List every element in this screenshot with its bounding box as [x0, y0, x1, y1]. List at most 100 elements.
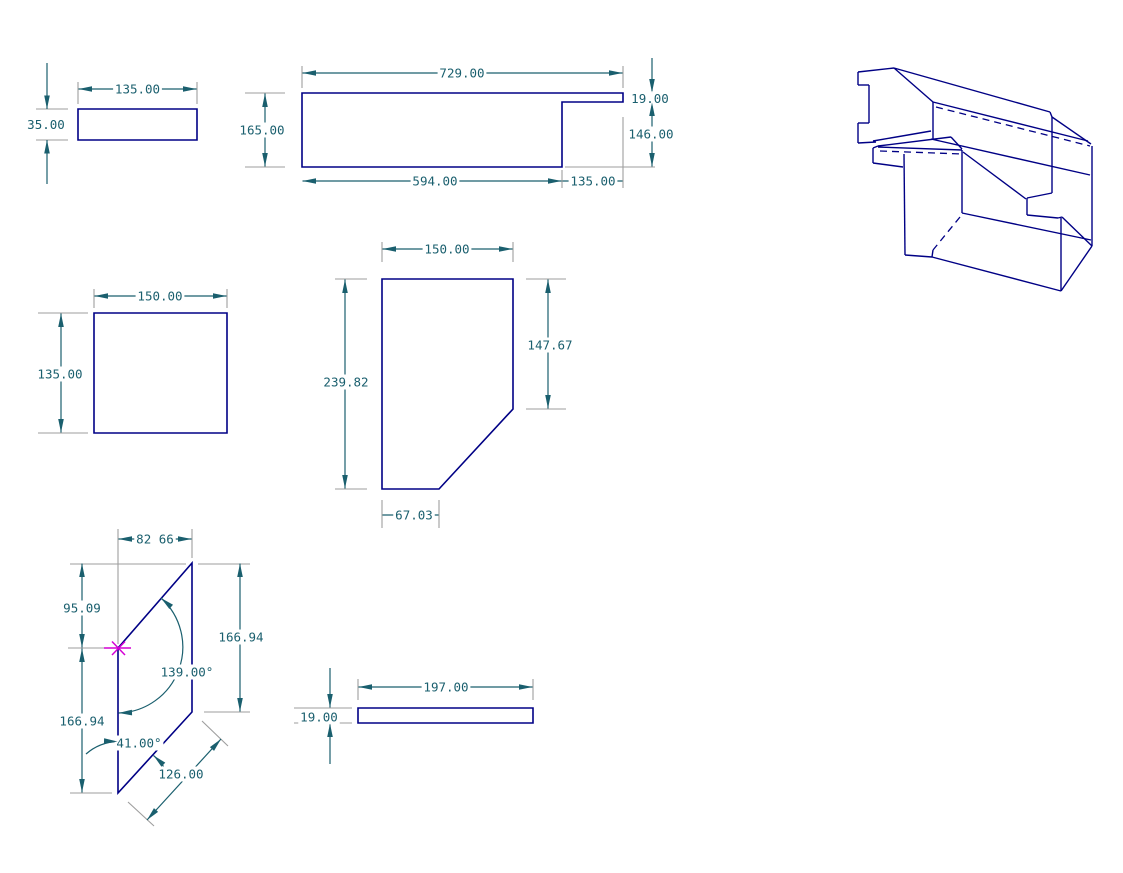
dimension-label-profile-height[interactable]: 165.00 [239, 123, 284, 138]
dimension-arrowhead [262, 93, 268, 107]
dimension-label-mask [61, 600, 103, 616]
extension-line [201, 720, 229, 747]
dimension-arrowhead [79, 648, 85, 662]
dimension-arrowhead [79, 563, 85, 577]
dimension-arrowhead [147, 808, 159, 820]
dimension-label-profile-lip-width[interactable]: 135.00 [570, 174, 615, 189]
dimension-label-mask [393, 507, 435, 523]
isometric-wireframe-edge[interactable] [1051, 116, 1092, 145]
point-marker[interactable] [111, 640, 126, 656]
isometric-wireframe-edge[interactable] [872, 162, 904, 168]
dimension-arrowhead [327, 694, 333, 708]
isometric-wireframe-edge[interactable] [931, 256, 1062, 292]
dimension-arrowhead [161, 598, 174, 609]
isometric-wireframe-edge[interactable] [1061, 216, 1093, 247]
chamfered-panel-view-outline[interactable] [381, 278, 514, 490]
isometric-wireframe-edge[interactable] [872, 130, 932, 142]
dimension-label-brace-right-height[interactable]: 166.94 [218, 630, 263, 645]
isometric-wireframe-edge[interactable] [1026, 214, 1059, 219]
dimension-label-brace-diagonal-length[interactable]: 126.00 [158, 767, 203, 782]
dimension-label-mask [421, 679, 471, 695]
isometric-wireframe-edge[interactable] [1060, 245, 1093, 292]
dimension-label-profile-base-width[interactable]: 594.00 [412, 174, 457, 189]
dimension-label-mask [422, 241, 472, 257]
isometric-wireframe-hidden-edge[interactable] [932, 216, 961, 251]
dimension-arrowhead [499, 246, 513, 252]
dimension-arrowhead [44, 140, 50, 154]
dimension-arrowhead [262, 153, 268, 167]
dimension-label-panel-width[interactable]: 150.00 [424, 242, 469, 257]
isometric-wireframe-edge[interactable] [1057, 216, 1063, 219]
dimension-arc[interactable] [85, 740, 118, 755]
dimension-label-panel-right-height[interactable]: 147.67 [527, 338, 572, 353]
strip-view-outline[interactable] [357, 707, 534, 724]
isometric-wireframe-edge[interactable] [1026, 192, 1053, 199]
dimension-label-profile-notch-height[interactable]: 146.00 [628, 127, 673, 142]
dimension-label-square-width[interactable]: 150.00 [137, 289, 182, 304]
stepped-profile-view-outline[interactable] [301, 92, 624, 168]
dimension-label-mask [25, 117, 67, 132]
isometric-wireframe-hidden-edge[interactable] [879, 150, 963, 155]
dimension-label-mask [298, 709, 340, 725]
dimension-label-panel-bottom-width[interactable]: 67.03 [395, 508, 433, 523]
dimension-label-panel-left-height[interactable]: 239.82 [323, 375, 368, 390]
dimension-arrowhead [342, 279, 348, 293]
isometric-wireframe-edge[interactable] [857, 141, 877, 144]
dimension-label-mask [626, 126, 676, 142]
isometric-wireframe-edge[interactable] [930, 138, 1091, 176]
isometric-wireframe-edge[interactable] [961, 212, 1092, 241]
isometric-wireframe-edge[interactable] [962, 151, 1027, 200]
dimension-label-brace-top-width[interactable]: 82 66 [136, 532, 174, 547]
dimension-label-profile-overall-width[interactable]: 729.00 [439, 66, 484, 81]
isometric-wireframe-edge[interactable] [893, 67, 1051, 113]
isometric-wireframe-edge[interactable] [893, 67, 934, 103]
plate-view-outline[interactable] [77, 108, 198, 141]
dimension-label-brace-upper-left-height[interactable]: 95.09 [63, 601, 101, 616]
dimension-label-strip-width[interactable]: 197.00 [423, 680, 468, 695]
dimension-label-profile-lip-thickness[interactable]: 19.00 [631, 91, 669, 106]
dimension-label-mask [113, 81, 162, 97]
dimension-arrowhead [358, 684, 372, 690]
dimension-arrowhead [302, 70, 316, 76]
dimension-arrowhead [548, 178, 562, 184]
dimension-arrowhead [609, 70, 623, 76]
dimension-label-plate-height[interactable]: 35.00 [27, 117, 65, 132]
dimension-label-mask [525, 337, 575, 353]
dimension-arrowhead [519, 684, 533, 690]
dimension-label-mask [629, 91, 671, 106]
isometric-wireframe-edge[interactable] [950, 136, 963, 150]
isometric-wireframe-edge[interactable] [877, 136, 952, 147]
dimension-label-square-height[interactable]: 135.00 [37, 367, 82, 382]
dimension-arrowhead [183, 86, 197, 92]
isometric-wireframe-edge[interactable] [857, 67, 895, 73]
isometric-wireframe-edge[interactable] [931, 249, 934, 258]
dimension-arrowhead [58, 419, 64, 433]
square-panel-view-outline[interactable] [93, 312, 228, 434]
isometric-wireframe-edge[interactable] [872, 145, 879, 149]
dimension-arrowhead [209, 739, 221, 751]
dimension-arc[interactable] [118, 597, 184, 714]
dimension-label-mask [57, 713, 107, 729]
dimension-label-mask [134, 531, 176, 547]
dimension-label-brace-acute-angle[interactable]: 41.00° [116, 736, 161, 751]
dimension-label-mask [156, 766, 206, 782]
dimension-arrowhead [79, 634, 85, 648]
isometric-wireframe-edge[interactable] [903, 153, 906, 256]
dimension-label-mask [158, 664, 216, 680]
dimension-label-mask [568, 173, 618, 189]
isometric-wireframe-edge[interactable] [932, 101, 1089, 142]
dimension-arrowhead [153, 755, 166, 767]
isometric-wireframe-hidden-edge[interactable] [935, 106, 1091, 147]
dimension-arrowhead [649, 79, 655, 93]
isometric-wireframe-edge[interactable] [1049, 111, 1053, 118]
dimension-arrowhead [545, 395, 551, 409]
dimension-label-plate-width[interactable]: 135.00 [115, 82, 160, 97]
isometric-wireframe-edge[interactable] [904, 254, 933, 258]
dimension-label-brace-obtuse-angle[interactable]: 139.00° [161, 665, 214, 680]
dimension-arrowhead [118, 536, 132, 542]
dimension-label-mask [216, 629, 266, 645]
isometric-wireframe-edge[interactable] [877, 146, 963, 151]
dimension-label-strip-height[interactable]: 19.00 [300, 710, 338, 725]
dimension-arrowhead [237, 698, 243, 712]
dimension-label-brace-lower-left-height[interactable]: 166.94 [59, 714, 104, 729]
